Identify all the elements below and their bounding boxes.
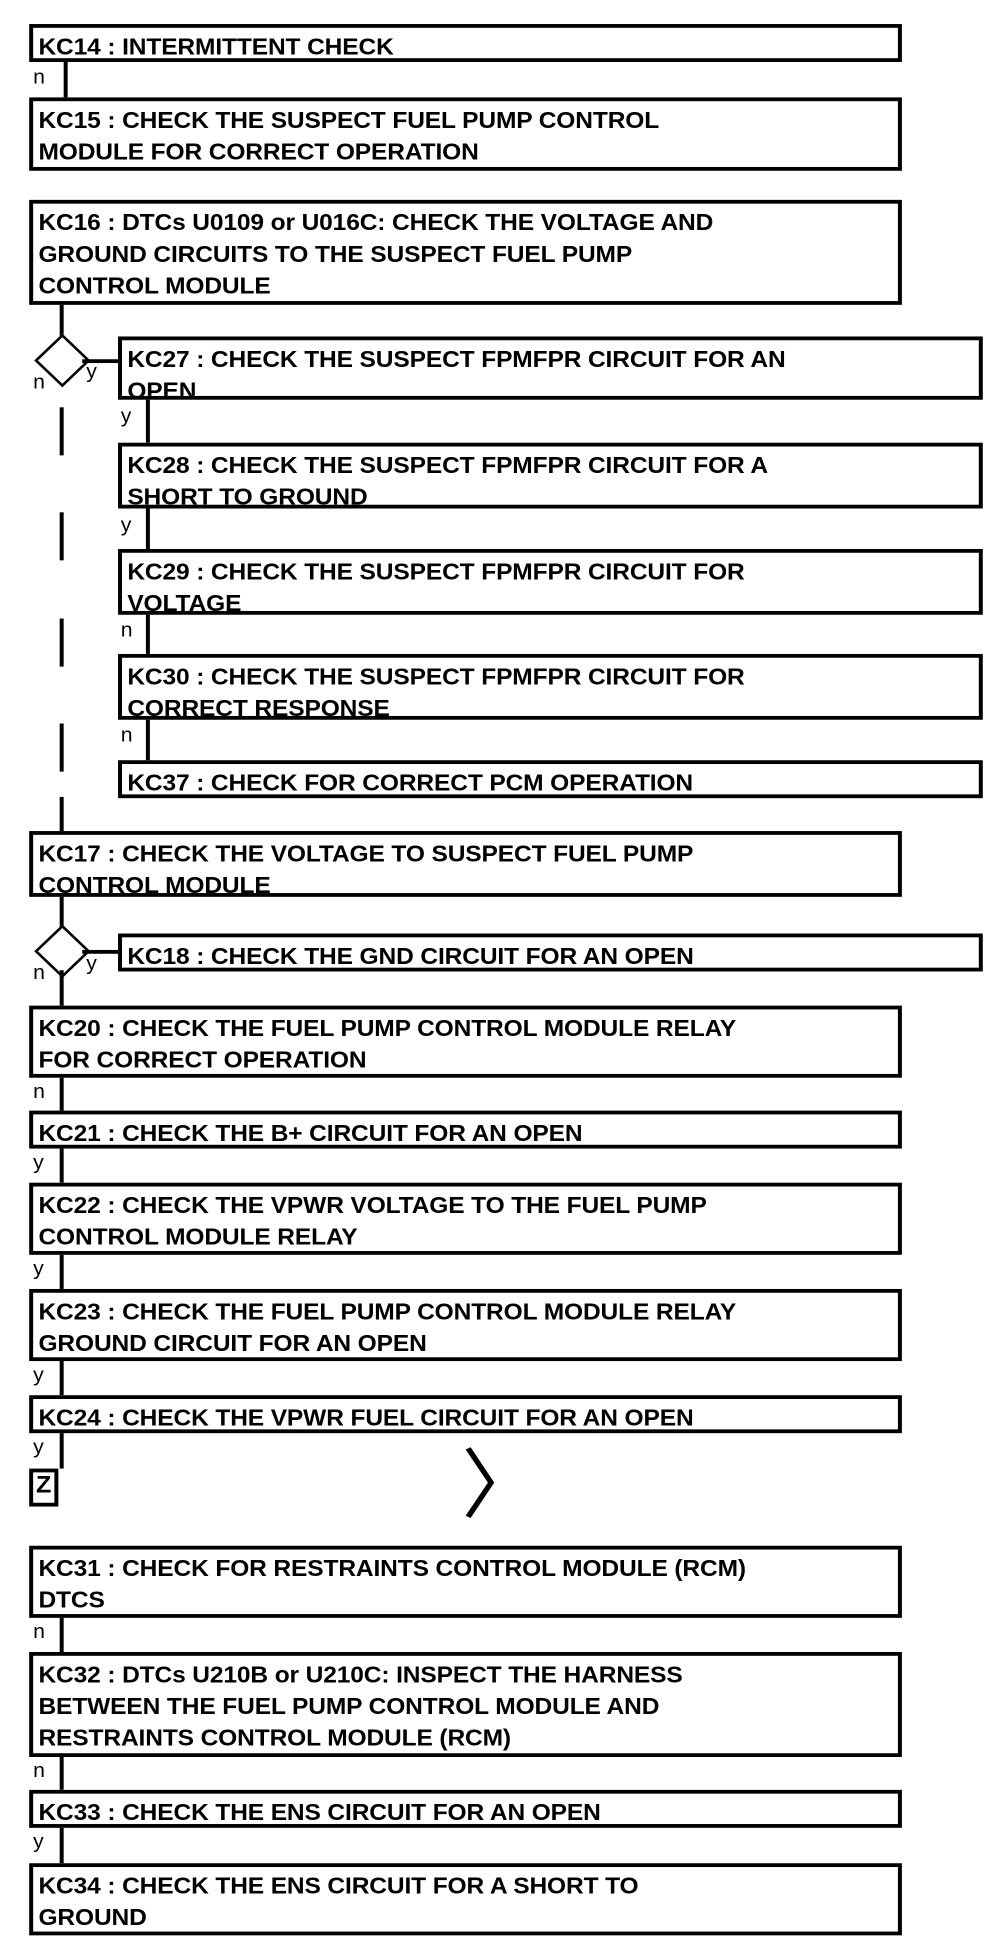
branch-label-kc29-n: n (120, 619, 133, 642)
edge-kc28-kc29 (145, 508, 150, 549)
edge-decision-kc18 (82, 949, 125, 954)
continuation-chevron-icon: 〉 (461, 1444, 542, 1529)
branch-label-kc18-n: n (33, 962, 45, 985)
edge-kc27-kc28 (145, 399, 150, 443)
edge-kc24-connector (59, 1433, 64, 1469)
edge-kc33-kc34 (59, 1827, 64, 1864)
branch-label-kc21-y: y (33, 1152, 44, 1174)
branch-label-kc23-y: y (33, 1364, 44, 1387)
branch-label-kc22-y: y (33, 1258, 44, 1281)
node-kc21[interactable]: KC21 : CHECK THE B+ CIRCUIT FOR AN OPEN (29, 1110, 902, 1149)
edge-decision-spine-4 (59, 723, 64, 772)
edge-kc29-kc30 (145, 614, 150, 654)
node-kc24[interactable]: KC24 : CHECK THE VPWR FUEL CIRCUIT FOR A… (29, 1395, 902, 1434)
edge-kc30-kc37 (145, 719, 150, 761)
branch-label-kc14-n: n (33, 67, 45, 89)
node-kc22[interactable]: KC22 : CHECK THE VPWR VOLTAGE TO THE FUE… (29, 1182, 902, 1255)
edge-decision-kc27 (82, 359, 123, 364)
branch-label-kc16-n: n (33, 371, 45, 394)
edge-decision-spine-2 (59, 512, 64, 561)
edge-kc21-kc22 (59, 1148, 64, 1183)
branch-label-kc27-y: y (120, 406, 132, 428)
node-kc33[interactable]: KC33 : CHECK THE ENS CIRCUIT FOR AN OPEN (29, 1789, 902, 1828)
edge-decision-spine-1 (59, 407, 64, 456)
branch-label-kc18-y: y (86, 953, 97, 976)
node-kc30[interactable]: KC30 : CHECK THE SUSPECT FPMFPR CIRCUIT … (118, 653, 983, 720)
edge-decision-spine-3 (59, 618, 64, 667)
node-kc28[interactable]: KC28 : CHECK THE SUSPECT FPMFPR CIRCUIT … (118, 442, 983, 509)
edge-kc23-kc24 (59, 1361, 64, 1396)
node-kc34[interactable]: KC34 : CHECK THE ENS CIRCUIT FOR A SHORT… (29, 1863, 902, 1936)
edge-kc14-kc15 (63, 61, 68, 98)
edge-kc16-decision (59, 304, 64, 342)
node-kc31[interactable]: KC31 : CHECK FOR RESTRAINTS CONTROL MODU… (29, 1545, 902, 1618)
branch-label-kc28-y: y (120, 514, 132, 537)
node-kc37[interactable]: KC37 : CHECK FOR CORRECT PCM OPERATION (118, 760, 983, 799)
node-kc32[interactable]: KC32 : DTCs U210B or U210C: INSPECT THE … (29, 1652, 902, 1757)
edge-decision-kc20 (59, 970, 64, 1006)
node-kc29[interactable]: KC29 : CHECK THE SUSPECT FPMFPR CIRCUIT … (118, 548, 983, 615)
node-kc23[interactable]: KC23 : CHECK THE FUEL PUMP CONTROL MODUL… (29, 1288, 902, 1362)
node-kc15[interactable]: KC15 : CHECK THE SUSPECT FUEL PUMP CONTR… (29, 97, 902, 171)
node-kc20[interactable]: KC20 : CHECK THE FUEL PUMP CONTROL MODUL… (29, 1005, 902, 1078)
branch-label-kc30-n: n (120, 724, 133, 747)
branch-label-kc20-n: n (33, 1081, 45, 1104)
branch-label-kc16-y: y (86, 361, 97, 384)
branch-label-kc24-y: y (33, 1436, 44, 1459)
branch-label-kc31-n: n (33, 1621, 45, 1644)
offpage-connector-z[interactable]: Z (29, 1468, 59, 1507)
edge-kc17-decision (59, 896, 64, 933)
branch-label-kc33-y: y (33, 1831, 44, 1854)
branch-label-kc32-n: n (33, 1760, 45, 1783)
edge-kc31-kc32 (59, 1617, 64, 1653)
edge-kc32-kc33 (59, 1756, 64, 1790)
node-kc17[interactable]: KC17 : CHECK THE VOLTAGE TO SUSPECT FUEL… (29, 831, 902, 897)
node-kc14[interactable]: KC14 : INTERMITTENT CHECK (29, 24, 902, 62)
edge-kc22-kc23 (59, 1254, 64, 1289)
node-kc18[interactable]: KC18 : CHECK THE GND CIRCUIT FOR AN OPEN (118, 933, 983, 972)
edge-decision-spine-5 (59, 796, 64, 832)
edge-kc20-kc21 (59, 1077, 64, 1111)
node-kc16[interactable]: KC16 : DTCs U0109 or U016C: CHECK THE VO… (29, 199, 902, 305)
node-kc27[interactable]: KC27 : CHECK THE SUSPECT FPMFPR CIRCUIT … (118, 336, 983, 400)
